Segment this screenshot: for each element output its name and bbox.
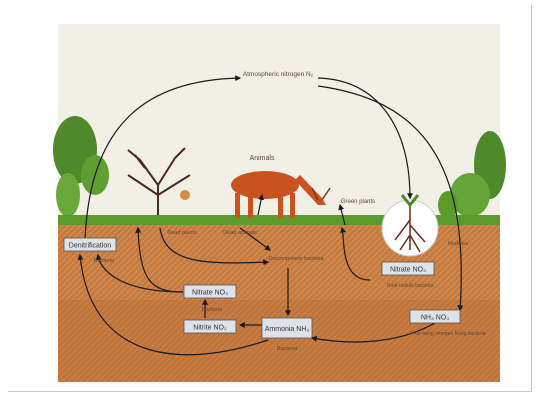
- label-decomposers: Decomposers bacteria: [268, 256, 324, 262]
- svg-text:Nitrite NO₂: Nitrite NO₂: [193, 325, 227, 332]
- svg-text:Nitrate NO₃: Nitrate NO₃: [390, 267, 426, 274]
- label-nodules: Nodules: [448, 241, 468, 247]
- box-ammonia: Ammonia NH₃: [262, 318, 312, 338]
- label-green-plants: Green plants: [341, 199, 375, 205]
- box-denitrification: Denitrification: [64, 238, 116, 251]
- label-dead-plants: Dead plants: [167, 230, 197, 236]
- label-bacteria-left: Bacteria: [94, 258, 115, 264]
- label-bacteria-bottom: Bacteria: [277, 346, 298, 352]
- label-root-nodules: Root nodule bacteria: [387, 283, 433, 289]
- label-dead-animals: Dead animals: [223, 230, 257, 236]
- box-nitrate-plant: Nitrate NO₃: [382, 262, 434, 275]
- label-atmospheric: Atmospheric nitrogen N₂: [243, 71, 314, 78]
- svg-text:NH₃ NO₃: NH₃ NO₃: [421, 315, 449, 322]
- squirrel: [180, 190, 190, 200]
- box-nitrite: Nitrite NO₂: [184, 320, 236, 333]
- svg-text:Ammonia NH₃: Ammonia NH₃: [265, 326, 310, 333]
- label-free-living: Free-living nitrogen fixing bacteria: [410, 331, 485, 337]
- label-animals: Animals: [250, 155, 275, 162]
- svg-text:Nitrate NO₃: Nitrate NO₃: [192, 290, 228, 297]
- svg-text:Denitrification: Denitrification: [69, 243, 112, 250]
- label-bacteria-mid: Bacteria: [202, 307, 223, 313]
- box-nitrate: Nitrate NO₃: [184, 285, 236, 298]
- box-nh3-no3: NH₃ NO₃: [410, 310, 460, 323]
